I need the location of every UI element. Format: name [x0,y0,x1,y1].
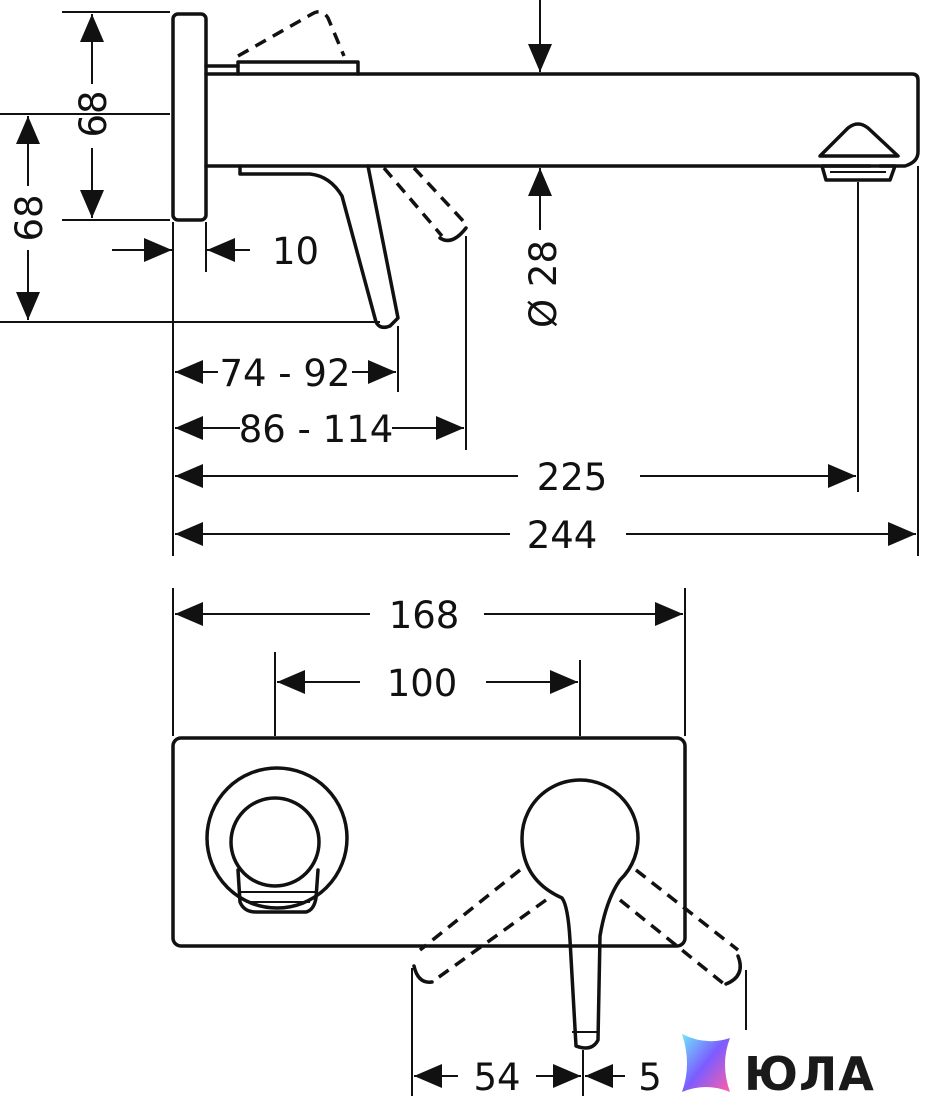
front-view: 168 100 54 5 [171,588,747,1099]
side-view: 68 68 10 Ø 28 74 - 92 86 - 114 [0,0,920,557]
dim-plate-height-left: 68 [8,194,51,241]
dim-spout-projection: 225 [537,456,608,499]
dim-overall-projection: 244 [527,514,598,557]
wall-plate [171,12,208,222]
spout-outlet [205,766,349,910]
front-plate [171,736,687,948]
dim-plate-height-top: 68 [72,90,115,137]
dim-lever-reach-max: 86 - 114 [239,408,394,451]
dim-plate-width: 168 [389,594,460,637]
lever-dashed-outline [382,166,468,238]
logo-text: ЮЛА [744,1047,875,1100]
lever-raised-outline [237,10,346,58]
dim-lever-reach: 74 - 92 [219,352,350,395]
logo-star-icon [682,1034,730,1092]
lever-right-dashed [618,868,740,986]
aerator [818,122,900,158]
watermark-logo: ЮЛА [682,1034,875,1100]
spout [204,72,920,168]
dim-spout-diameter: Ø 28 [522,240,565,328]
lever [238,164,400,330]
lever-left-dashed [418,868,548,984]
mixer-lever [520,778,640,1050]
dim-outlet-spacing: 100 [387,662,458,705]
dim-lever-swing-right: 5 [638,1056,662,1099]
dim-plate-thickness: 10 [272,230,319,273]
dim-lever-swing-left: 54 [473,1056,520,1099]
